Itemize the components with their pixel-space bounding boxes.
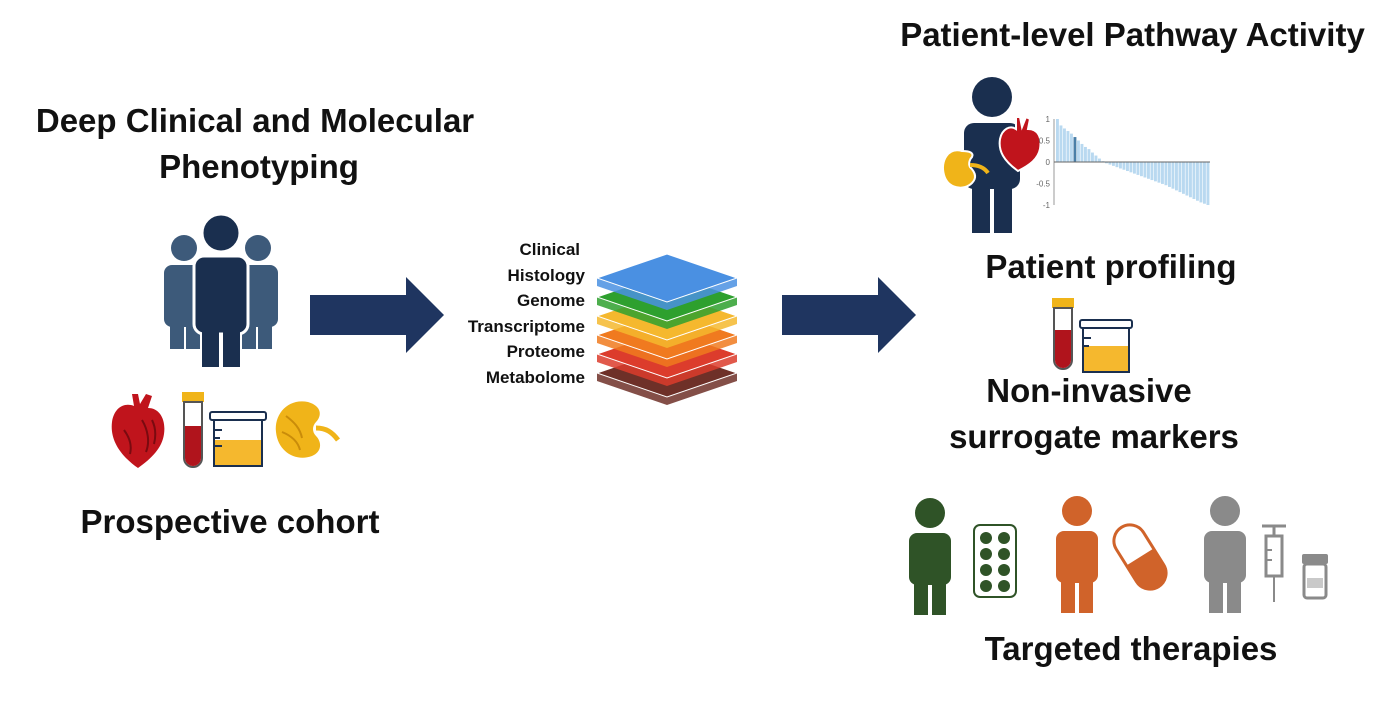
- left-caption: Prospective cohort: [80, 503, 380, 540]
- layer-stack-icon: [595, 253, 739, 405]
- chart-y-tick: 0.5: [1039, 137, 1051, 146]
- chart-bar: [1157, 162, 1161, 183]
- chart-bar: [1199, 162, 1203, 203]
- arrow-icon-right: [782, 277, 916, 353]
- heart-icon: [111, 394, 165, 468]
- chart-bar: [1203, 162, 1206, 204]
- chart-bar: [1150, 162, 1154, 181]
- chart-bar: [1080, 143, 1084, 162]
- chart-bar: [1066, 131, 1070, 162]
- chart-bar: [1206, 162, 1210, 205]
- layer-clinical: [595, 253, 739, 310]
- chart-bar: [1168, 162, 1171, 187]
- right-title: Patient-level Pathway Activity: [900, 16, 1365, 53]
- markers-line2: surrogate markers: [949, 418, 1239, 455]
- kidney-icon: [275, 401, 340, 458]
- left-title-line2: Phenotyping: [159, 148, 359, 185]
- chart-bar: [1094, 155, 1098, 162]
- chart-bar: [1196, 162, 1199, 201]
- chart-bar: [1178, 162, 1182, 193]
- chart-y-tick: 1: [1046, 115, 1051, 124]
- chart-bar: [1073, 137, 1077, 162]
- chart-bar: [1105, 162, 1108, 164]
- chart-bar: [1115, 162, 1119, 168]
- chart-bar: [1192, 162, 1196, 199]
- chart-bar: [1112, 162, 1115, 166]
- chart-bar: [1136, 162, 1140, 175]
- chart-bar: [1098, 158, 1101, 162]
- chart-bar: [1087, 149, 1091, 162]
- markers-line1: Non-invasive: [986, 372, 1192, 409]
- chart-bar: [1091, 152, 1094, 162]
- layer-label-clinical: Clinical: [519, 240, 580, 259]
- chart-bar: [1129, 162, 1133, 173]
- arrow-icon-left: [310, 277, 444, 353]
- patient-profiling-label: Patient profiling: [985, 248, 1237, 285]
- chart-bar: [1122, 162, 1126, 170]
- urine-cup-icon: [1079, 319, 1133, 373]
- chart-bar: [1108, 162, 1112, 165]
- syringe-icon: [1262, 524, 1286, 602]
- blood-tube-icon: [1052, 298, 1074, 370]
- layer-label-metabolome: Metabolome: [485, 367, 585, 387]
- blood-tube-icon: [182, 392, 204, 468]
- left-title-line1: Deep Clinical and Molecular: [35, 102, 475, 139]
- chart-bar: [1175, 162, 1178, 191]
- chart-bar: [1171, 162, 1175, 189]
- chart-bar: [1154, 162, 1157, 182]
- layer-label-genome: Genome: [516, 291, 585, 310]
- chart-bar: [1140, 162, 1143, 177]
- chart-bar: [1189, 162, 1192, 198]
- vial-icon: [1302, 554, 1328, 600]
- chart-bar: [1182, 162, 1185, 194]
- chart-bar: [1084, 146, 1087, 162]
- chart-bar: [1161, 162, 1164, 184]
- therapies-label: Targeted therapies: [984, 630, 1278, 667]
- patient-icon-orange: [1056, 496, 1098, 613]
- capsule-icon: [1112, 523, 1168, 591]
- group-icon: [164, 212, 278, 367]
- chart-bar: [1056, 119, 1059, 162]
- chart-bar: [1070, 133, 1073, 162]
- patient-icon: [942, 77, 1042, 233]
- pathway-chart: 1 0.5 0 -0.5 -1: [1036, 115, 1210, 210]
- chart-bar: [1059, 125, 1063, 162]
- chart-bar: [1077, 140, 1080, 162]
- chart-bar: [1185, 162, 1189, 196]
- layer-label-proteome: Proteome: [506, 342, 585, 361]
- chart-bar: [1133, 162, 1136, 174]
- urine-cup-icon: [209, 411, 267, 467]
- chart-bar: [1164, 162, 1168, 186]
- chart-bar: [1147, 162, 1150, 179]
- chart-bar: [1063, 128, 1066, 162]
- chart-bar: [1143, 162, 1147, 178]
- pill-blister-icon: [973, 524, 1017, 598]
- patient-icon-green: [909, 498, 951, 615]
- chart-y-tick: -0.5: [1036, 180, 1050, 189]
- layer-label-histology: Histology: [507, 265, 585, 285]
- chart-y-tick: -1: [1043, 201, 1051, 210]
- chart-bar: [1119, 162, 1122, 169]
- chart-y-tick: 0: [1046, 158, 1051, 167]
- layer-label-transcriptome: Transcriptome: [467, 316, 585, 336]
- patient-icon-gray: [1204, 496, 1246, 613]
- chart-bar: [1126, 162, 1129, 172]
